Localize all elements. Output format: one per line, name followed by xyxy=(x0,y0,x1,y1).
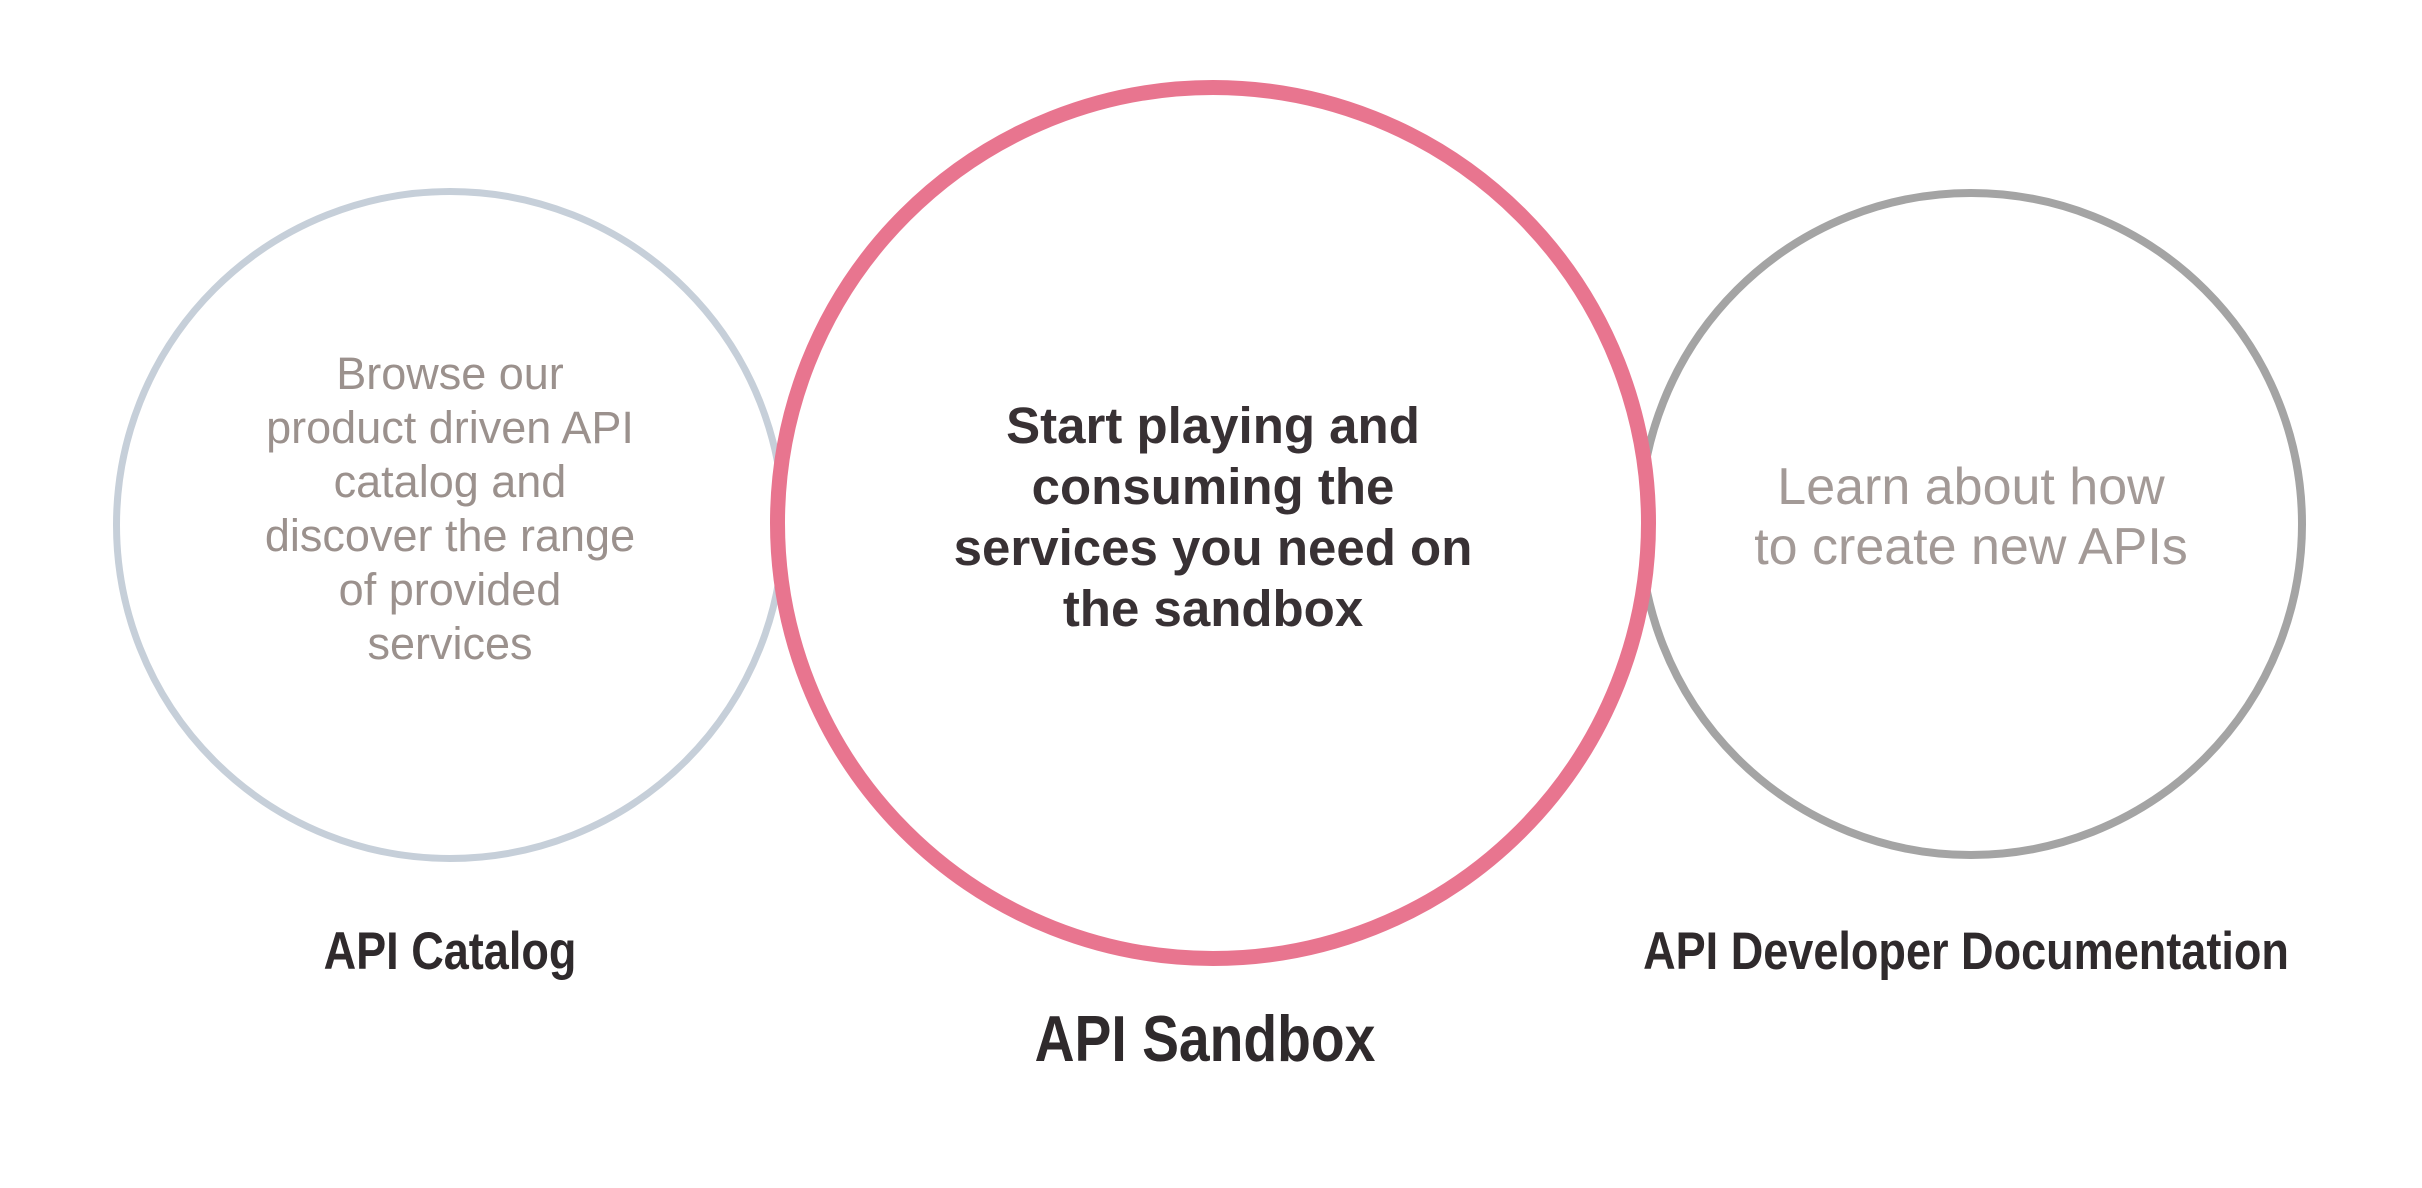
api-developer-documentation-label: API Developer Documentation xyxy=(1643,922,2289,981)
api-sandbox-label: API Sandbox xyxy=(1034,1002,1376,1075)
api-sandbox-circle: Start playing and consuming the services… xyxy=(770,80,1656,966)
api-developer-documentation-description: Learn about how to create new APIs xyxy=(1754,458,2188,576)
api-catalog-circle: Browse our product driven API catalog an… xyxy=(113,188,787,862)
api-sandbox-description: Start playing and consuming the services… xyxy=(953,397,1473,637)
api-developer-documentation-circle: Learn about how to create new APIs xyxy=(1636,189,2306,859)
api-catalog-label: API Catalog xyxy=(323,922,577,981)
api-catalog-description: Browse our product driven API catalog an… xyxy=(264,348,636,669)
